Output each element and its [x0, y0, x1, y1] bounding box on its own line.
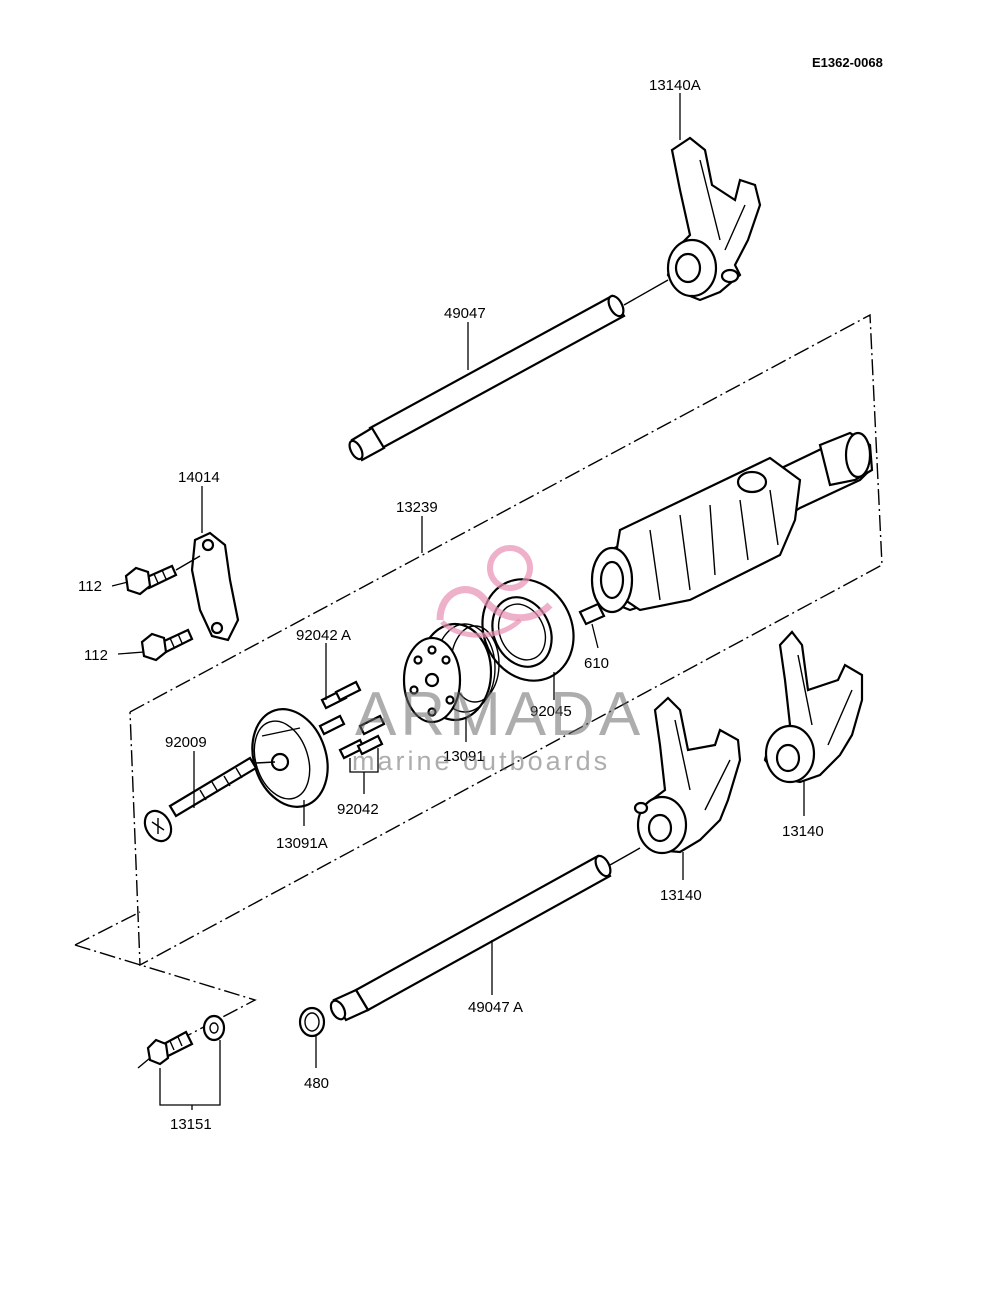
label-49047a: 49047 A — [468, 999, 523, 1016]
shift-fork-13140a[interactable] — [666, 136, 762, 302]
pin-holder-13091[interactable] — [402, 622, 500, 724]
watermark-brand: ARMADA — [355, 680, 644, 749]
label-13091: 13091 — [443, 748, 485, 765]
label-13239: 13239 — [396, 499, 438, 516]
pin-610[interactable] — [578, 602, 606, 626]
shift-fork-13140-left[interactable] — [633, 696, 742, 855]
label-13151: 13151 — [170, 1116, 212, 1133]
label-92045: 92045 — [530, 703, 572, 720]
label-14014: 14014 — [178, 469, 220, 486]
circlip-480[interactable] — [298, 1006, 326, 1038]
pin-holder-ring-13091a[interactable] — [240, 699, 339, 816]
bolt-112-lower[interactable] — [140, 628, 194, 662]
label-13140a: 13140A — [649, 77, 701, 94]
positioning-plate-14014[interactable] — [190, 531, 240, 642]
label-112-lower: 112 — [84, 647, 108, 664]
label-92042a: 92042 A — [296, 627, 351, 644]
shift-fork-shaft-49047[interactable] — [347, 279, 669, 462]
watermark-tagline: marine outboards — [352, 746, 610, 776]
shift-drum-13239[interactable] — [590, 431, 874, 614]
neutral-switch-13151[interactable] — [137, 1014, 226, 1106]
shift-fork-13140-right[interactable] — [763, 630, 864, 784]
diagram-reference-code: E1362-0068 — [812, 55, 883, 70]
label-49047: 49047 — [444, 305, 486, 322]
label-480: 480 — [304, 1075, 329, 1092]
label-610: 610 — [584, 655, 609, 672]
bolt-112-upper[interactable] — [124, 555, 201, 596]
label-92009: 92009 — [165, 734, 207, 751]
label-112-upper: 112 — [78, 578, 102, 595]
label-13091a: 13091A — [276, 835, 328, 852]
leader-lines — [111, 93, 805, 1110]
screw-92009[interactable] — [140, 756, 276, 846]
label-92042: 92042 — [337, 801, 379, 818]
armada-watermark: ARMADA marine outboards — [352, 545, 644, 776]
label-13140-right: 13140 — [782, 823, 824, 840]
assembly-frame — [74, 313, 883, 1051]
label-13140-left: 13140 — [660, 887, 702, 904]
armada-logo-icon — [436, 545, 553, 638]
pins-92042a[interactable] — [318, 680, 362, 736]
pins-92042[interactable] — [338, 714, 386, 773]
shift-fork-shaft-49047a[interactable] — [328, 847, 641, 1022]
